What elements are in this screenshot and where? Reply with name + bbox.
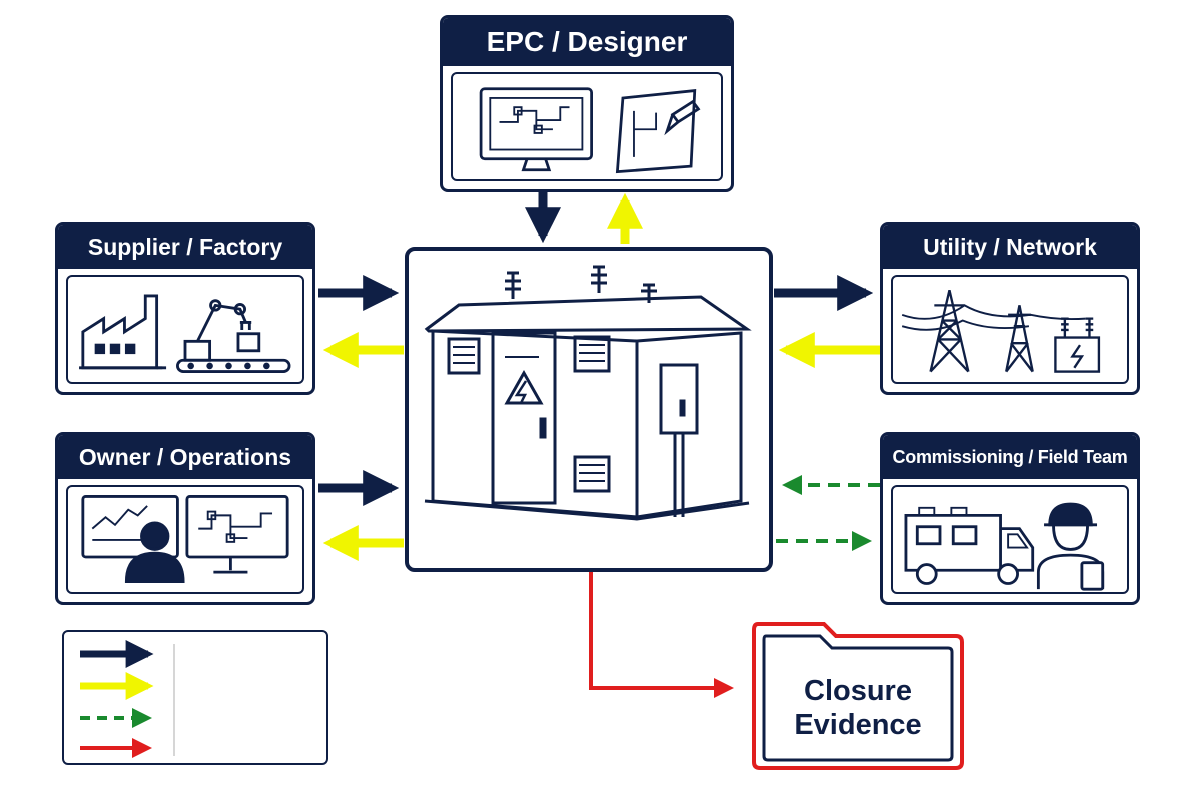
monitor-schematic-icon (479, 87, 593, 172)
legend (62, 630, 328, 765)
utility-network-node[interactable]: Utility / Network (880, 222, 1140, 395)
node-title: Supplier / Factory (58, 225, 312, 269)
supplier-factory-node[interactable]: Supplier / Factory (55, 222, 315, 395)
arrow-center-to-closure (589, 572, 734, 698)
commissioning-field-team-node[interactable]: Commissioning / Field Team (880, 432, 1140, 605)
substation-icon (424, 265, 752, 521)
supplier-icon-panel (66, 275, 304, 384)
node-title: Commissioning / Field Team (883, 435, 1137, 479)
owner-icon-panel (66, 485, 304, 594)
epc-icon-panel (451, 72, 723, 181)
owner-operations-node[interactable]: Owner / Operations (55, 432, 315, 605)
high-voltage-warning-icon (504, 369, 544, 405)
folder-icon (752, 622, 964, 770)
epc-designer-node[interactable]: EPC / Designer (440, 15, 734, 192)
operator-monitor-icon (81, 495, 185, 584)
node-title: Utility / Network (883, 225, 1137, 269)
factory-icon (79, 294, 167, 370)
node-title: EPC / Designer (443, 18, 731, 66)
commissioning-icon-panel (891, 485, 1129, 594)
schematic-monitor-icon (185, 495, 289, 574)
transmission-tower-icon (901, 289, 1086, 373)
node-title: Owner / Operations (58, 435, 312, 479)
robot-arm-icon (176, 299, 291, 374)
utility-icon-panel (891, 275, 1129, 384)
drawing-pencil-icon (615, 89, 701, 174)
technician-icon (1036, 502, 1105, 591)
substation-hub[interactable] (405, 247, 773, 572)
service-truck-icon (904, 506, 1035, 585)
transformer-icon (1054, 317, 1101, 373)
